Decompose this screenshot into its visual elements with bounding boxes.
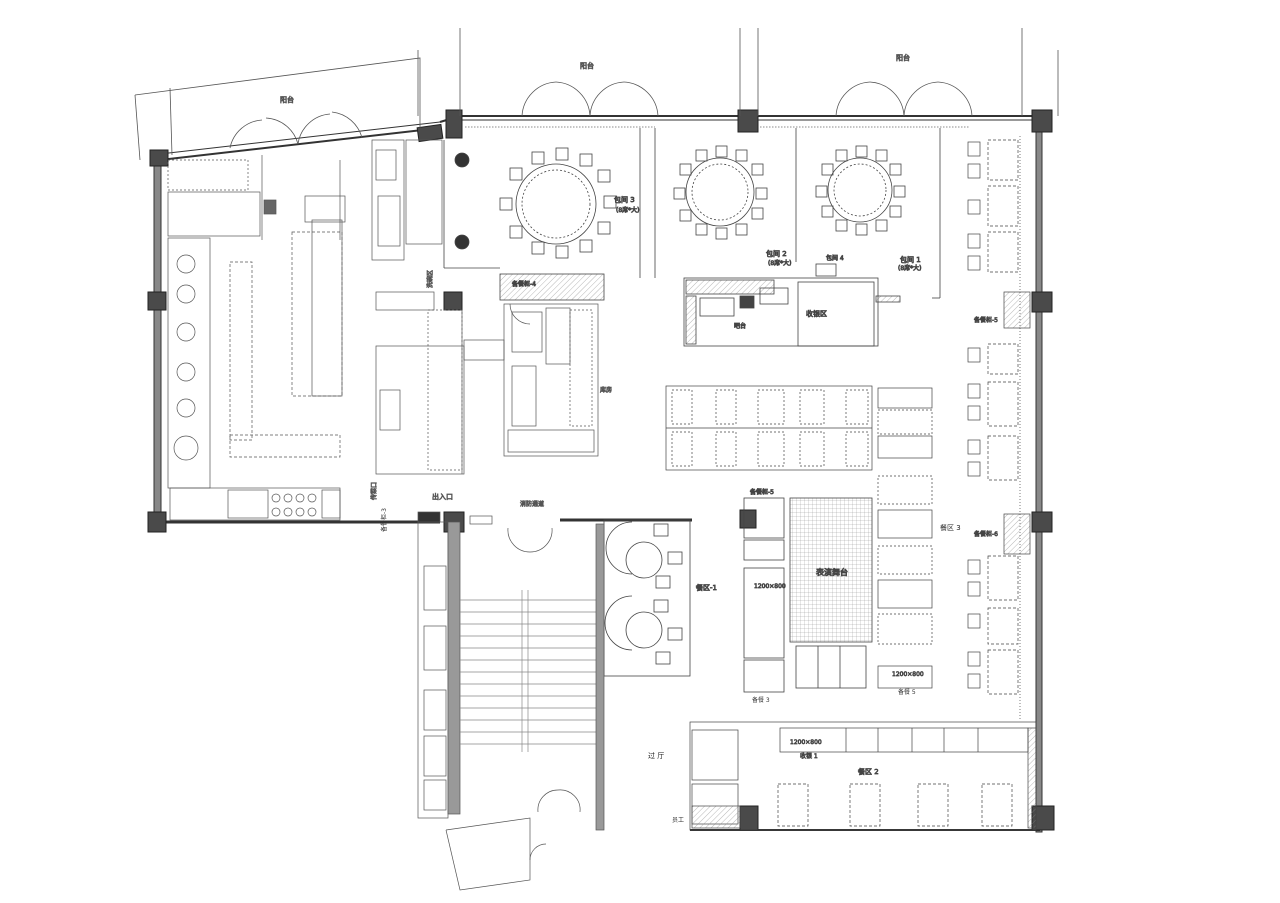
staff-label: 员工 (672, 817, 684, 824)
private-room-2-sub: (8席*大) (768, 259, 792, 267)
side-cabinet-left-label: 备餐柜-3 (380, 508, 388, 532)
private-room-3: 包间 3 (8席*大) 备餐柜-4 (443, 128, 656, 301)
private-room-3-sub: (8席*大) (616, 206, 640, 214)
dining-area-3-label: 餐区 3 (940, 523, 961, 532)
kitchen-burners (271, 493, 317, 517)
table-tag-3: 1200×800 (790, 739, 822, 746)
waiter-station-1-label: 备餐 3 (752, 696, 770, 704)
private-room-3-label: 包间 3 (614, 195, 635, 204)
dining-area-1-label: 餐区-1 (696, 583, 717, 592)
bar-label: 吧台 (734, 322, 746, 330)
side-cabinet-right2-label: 备餐柜-6 (974, 530, 998, 538)
cashier-small-label: 收银 1 (800, 752, 818, 760)
right-booths: 备餐柜-5 备餐柜-6 (967, 136, 1031, 720)
entrance-label: 出入口 (432, 492, 453, 501)
pass-window-label: 传菜口 (370, 482, 378, 500)
balcony-left: 阳台 (134, 57, 421, 161)
dining-area-2-label: 餐区 2 (858, 767, 879, 776)
waiter-station-2-label: 备餐 5 (898, 688, 916, 696)
private-room-2: 包间 2 (8席*大) (673, 128, 797, 267)
fire-exit-label: 消防通道 (520, 500, 544, 508)
dining-area-2: 餐区 2 1200×800 收银 1 (689, 721, 1037, 831)
table-tag-2: 1200×800 (754, 583, 786, 590)
kitchen: 传菜口 洗碗区 (167, 139, 505, 521)
balcony-middle: 阳台 (417, 28, 741, 117)
balcony-label-right: 阳台 (896, 53, 910, 62)
storage-label: 库房 (600, 386, 612, 394)
hall-label: 过 厅 (648, 751, 664, 760)
private-room-4-label: 包间 4 (826, 254, 844, 262)
side-cabinet-top-label: 备餐柜-4 (512, 280, 536, 288)
balcony-label-middle: 阳台 (580, 61, 594, 70)
chairs-room-3 (499, 147, 617, 259)
balcony-right: 阳台 (757, 28, 1059, 117)
structural-columns (147, 109, 1055, 831)
right-booth-seats (967, 141, 981, 689)
private-room-1-label: 包间 1 (900, 255, 921, 264)
stair-steps (460, 590, 596, 752)
cashier-label: 收银区 (806, 309, 827, 318)
chairs-room-1 (815, 145, 906, 236)
stage: 表演舞台 备餐柜-5 1200×800 (743, 488, 873, 693)
private-room-1: 包间 1 (8席*大) 包间 4 (815, 128, 941, 299)
side-cabinet-mid-label: 备餐柜-5 (750, 488, 774, 496)
sink-label: 洗碗区 (426, 270, 434, 288)
private-room-1-sub: (8席*大) (898, 264, 922, 272)
storage-room: 库房 (503, 303, 612, 457)
plant-icons (454, 152, 470, 250)
dining-area-1: 餐区-1 (603, 519, 717, 677)
private-room-2-label: 包间 2 (766, 249, 787, 258)
balcony-label-left: 阳台 (280, 95, 294, 104)
table-tag-1: 1200×800 (892, 671, 924, 678)
cashier-area: 收银区 吧台 (683, 277, 901, 347)
central-booths: 1200×800 (665, 385, 933, 689)
stage-label: 表演舞台 (816, 567, 848, 577)
stairwell: 出入口 消防通道 (417, 492, 605, 891)
side-cabinet-right1-label: 备餐柜-5 (974, 316, 998, 324)
kitchen-stoves (173, 254, 199, 461)
chairs-room-2 (673, 145, 768, 240)
